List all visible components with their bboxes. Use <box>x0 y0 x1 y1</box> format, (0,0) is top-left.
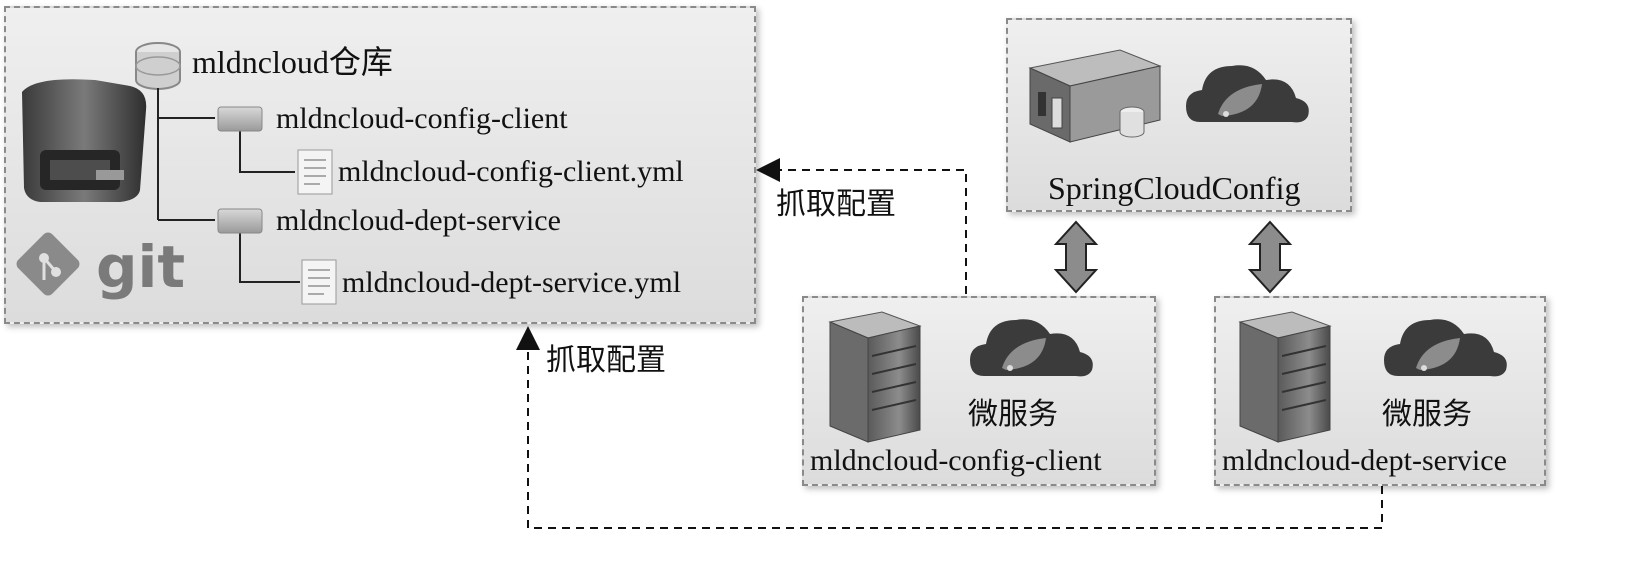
folder-icon <box>217 208 263 234</box>
document-icon <box>301 259 337 305</box>
edge-label-fetch-1: 抓取配置 <box>776 188 896 221</box>
repo-tree-lines <box>157 88 300 283</box>
repo-folder-dept-service: mldncloud-dept-service <box>276 204 561 237</box>
server-stack-icon <box>1238 311 1332 443</box>
repo-title: mldncloud仓库 <box>192 44 393 80</box>
folder-icon <box>217 106 263 132</box>
git-logo-icon <box>16 232 80 296</box>
double-arrow-icon <box>1247 220 1293 294</box>
spring-cloud-icon <box>970 319 1093 377</box>
spring-cloud-icon <box>1186 65 1309 123</box>
rack-server-icon <box>1028 49 1162 143</box>
service-2-label: 微服务 <box>1382 398 1472 431</box>
spring-cloud-icon <box>1384 319 1507 377</box>
document-icon <box>297 149 333 195</box>
database-icon <box>135 42 181 90</box>
double-arrow-icon <box>1053 220 1099 294</box>
edge-label-fetch-2: 抓取配置 <box>546 344 666 377</box>
server-stack-icon <box>828 311 922 443</box>
service-1-name: mldncloud-config-client <box>810 444 1102 477</box>
repo-file-config-client: mldncloud-config-client.yml <box>338 155 684 188</box>
service-1-label: 微服务 <box>968 398 1058 431</box>
server-tower-icon <box>22 79 147 202</box>
git-logo-text: git <box>96 233 186 301</box>
fetch-config-connector-2 <box>516 326 1383 529</box>
service-2-name: mldncloud-dept-service <box>1222 444 1507 477</box>
repo-file-dept-service: mldncloud-dept-service.yml <box>342 266 682 299</box>
repo-folder-config-client: mldncloud-config-client <box>276 102 568 135</box>
config-server-label: SpringCloudConfig <box>1048 170 1301 206</box>
